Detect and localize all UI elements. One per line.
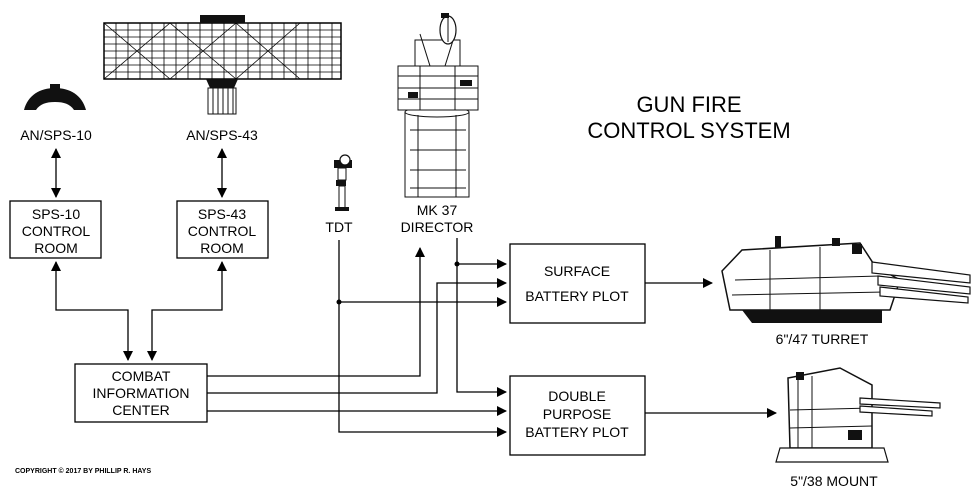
sps43-room-line1: SPS-43	[198, 206, 246, 222]
mk37-label-line1: MK 37	[417, 202, 458, 218]
mk37-director-icon	[397, 13, 479, 198]
title-line-2: CONTROL SYSTEM	[587, 118, 790, 143]
mk37-label-line2: DIRECTOR	[401, 219, 474, 235]
cic-line1: COMBAT	[112, 368, 171, 384]
sps43-antenna-icon	[103, 15, 342, 115]
turret-icon	[721, 236, 971, 323]
sps43-room-line2: CONTROL	[188, 223, 257, 239]
dp-plot-line1: DOUBLE	[548, 388, 606, 404]
sps10-room-line1: SPS-10	[32, 206, 80, 222]
dp-plot-line2: PURPOSE	[543, 406, 611, 422]
sps10-label: AN/SPS-10	[20, 127, 92, 143]
sps10-room-line3: ROOM	[34, 240, 78, 256]
sps10-antenna-icon	[24, 84, 86, 110]
mount-label: 5"/38 MOUNT	[790, 473, 878, 489]
cic-box: COMBAT INFORMATION CENTER	[74, 363, 208, 423]
sps10-room-line2: CONTROL	[22, 223, 91, 239]
surface-plot-line2: BATTERY PLOT	[525, 288, 629, 304]
cic-line2: INFORMATION	[93, 385, 190, 401]
cic-line3: CENTER	[112, 402, 170, 418]
sps43-label: AN/SPS-43	[186, 127, 258, 143]
connector-lines	[51, 148, 777, 437]
turret-label: 6"/47 TURRET	[776, 331, 869, 347]
sps10-control-room-box: SPS-10 CONTROL ROOM	[9, 200, 102, 259]
dp-battery-plot-box: DOUBLE PURPOSE BATTERY PLOT	[509, 375, 646, 456]
tdt-icon	[334, 154, 352, 211]
surface-plot-line1: SURFACE	[544, 263, 610, 279]
sps43-room-line3: ROOM	[200, 240, 244, 256]
surface-battery-plot-box: SURFACE BATTERY PLOT	[509, 243, 646, 324]
mount-icon	[775, 367, 941, 463]
copyright-text: COPYRIGHT © 2017 BY PHILLIP R. HAYS	[15, 467, 151, 475]
sps43-control-room-box: SPS-43 CONTROL ROOM	[176, 200, 269, 259]
tdt-label: TDT	[325, 219, 353, 235]
dp-plot-line3: BATTERY PLOT	[525, 424, 629, 440]
title-line-1: GUN FIRE	[636, 92, 741, 117]
